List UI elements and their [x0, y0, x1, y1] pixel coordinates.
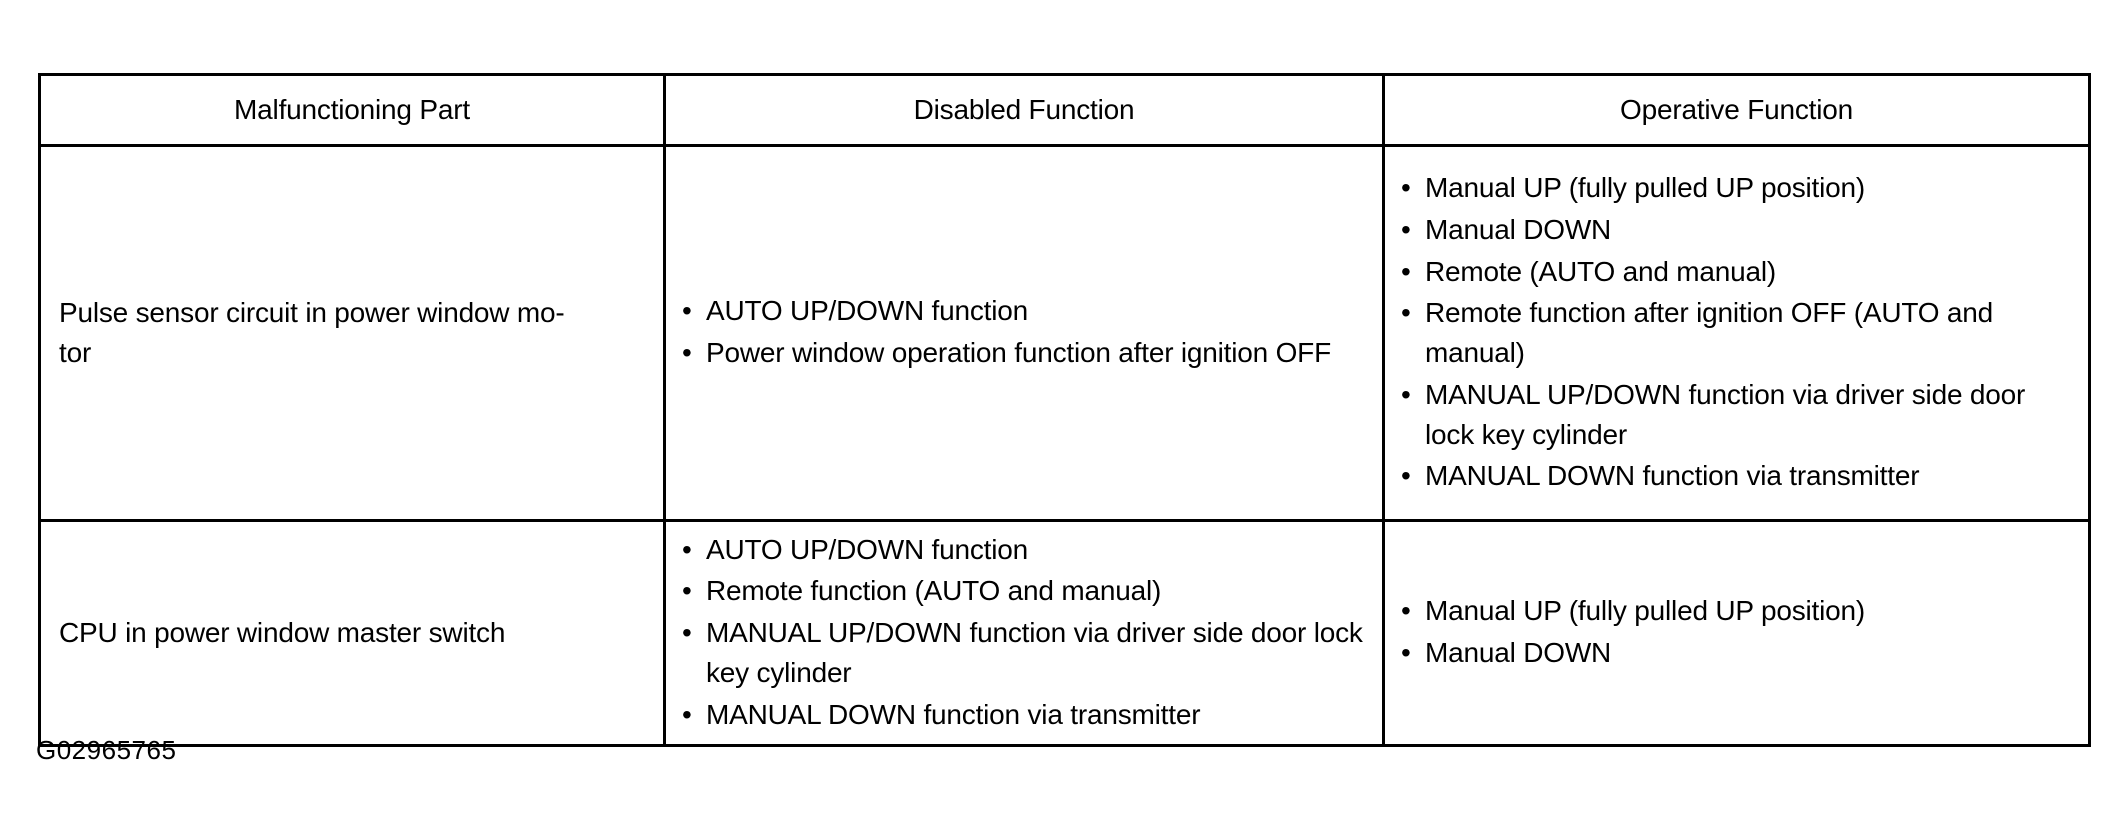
table-row: CPU in power window master switch • AUTO …	[38, 519, 2091, 747]
spec-table-container: Malfunctioning Part Disabled Function Op…	[38, 73, 2091, 747]
list-item-label: AUTO UP/DOWN function	[706, 295, 1029, 327]
list-item: • MANUAL DOWN function via transmitter	[680, 695, 1372, 735]
list-item: • Manual DOWN	[1399, 210, 2078, 250]
list-item-label: Manual DOWN	[1425, 213, 1612, 245]
bullet-icon: •	[1401, 255, 1411, 287]
list-item-label: Power window operation function after ig…	[706, 337, 1331, 368]
list-item: • Manual UP (fully pulled UP position)	[1399, 168, 2078, 208]
cell-disabled-function: • AUTO UP/DOWN function • Power window oper…	[663, 144, 1385, 522]
bullet-icon: •	[682, 575, 692, 607]
cell-disabled-function: • AUTO UP/DOWN function • Remote function (…	[663, 519, 1385, 747]
table-header-row: Malfunctioning Part Disabled Function Op…	[38, 73, 2091, 147]
list-item: • MANUAL DOWN function via transmitter	[1399, 456, 2078, 496]
cell-malfunctioning-part: Pulse sensor circuit in power window mo-…	[38, 144, 666, 522]
list-item-label: Manual UP (fully pulled UP position)	[1425, 595, 1865, 627]
table-row: Pulse sensor circuit in power window mo-…	[38, 144, 2091, 522]
bullet-icon: •	[1401, 213, 1411, 245]
cell-operative-function: • Manual UP (fully pulled UP position) • Ma…	[1382, 144, 2091, 522]
bullet-icon: •	[682, 533, 692, 565]
list-item-label: Remote function after ignition OFF (AUTO…	[1425, 297, 1994, 368]
list-item: • MANUAL UP/DOWN function via driver side…	[680, 613, 1372, 693]
bullet-icon: •	[1401, 297, 1411, 329]
list-item-label: MANUAL UP/DOWN function via driver side …	[1425, 378, 2026, 450]
disabled-function-list: • AUTO UP/DOWN function • Power window oper…	[666, 285, 1382, 381]
bullet-icon: •	[682, 617, 692, 649]
bullet-icon: •	[1401, 460, 1411, 492]
list-item: • Remote function after ignition OFF (AUT…	[1399, 293, 2078, 373]
list-item: • MANUAL UP/DOWN function via driver side…	[1399, 375, 2078, 455]
operative-function-list: • Manual UP (fully pulled UP position) • Ma…	[1385, 162, 2088, 504]
malfunctioning-part-text: CPU in power window master switch	[59, 617, 506, 649]
bullet-icon: •	[1401, 595, 1411, 627]
list-item: • Remote function (AUTO and manual)	[680, 571, 1372, 611]
bullet-icon: •	[682, 698, 692, 730]
list-item-label: MANUAL DOWN function via transmitter	[706, 698, 1201, 730]
bullet-icon: •	[1401, 378, 1411, 410]
column-header-disabled-function: Disabled Function	[663, 73, 1385, 147]
figure-code-label: G02965765	[36, 735, 177, 765]
list-item-label: MANUAL UP/DOWN function via driver side …	[706, 617, 1363, 688]
table-header: Malfunctioning Part Disabled Function Op…	[38, 73, 2091, 147]
operative-function-list: • Manual UP (fully pulled UP position) • Ma…	[1385, 585, 2088, 681]
list-item: • Manual DOWN	[1399, 633, 2078, 673]
list-item: • Power window operation function after i…	[680, 333, 1372, 373]
list-item-label: Manual UP (fully pulled UP position)	[1425, 172, 1865, 203]
cell-operative-function: • Manual UP (fully pulled UP position) • Ma…	[1382, 519, 2091, 747]
bullet-icon: •	[1401, 637, 1411, 668]
disabled-function-list: • AUTO UP/DOWN function • Remote function (…	[666, 524, 1382, 743]
list-item-label: Remote (AUTO and manual)	[1425, 255, 1777, 287]
list-item-label: Remote function (AUTO and manual)	[706, 575, 1162, 607]
list-item-label: AUTO UP/DOWN function	[706, 533, 1029, 565]
list-item: • Remote (AUTO and manual)	[1399, 252, 2078, 292]
list-item-label: Manual DOWN	[1425, 637, 1612, 668]
column-header-malfunctioning-part: Malfunctioning Part	[38, 73, 666, 147]
cell-malfunctioning-part: CPU in power window master switch	[38, 519, 666, 747]
bullet-icon: •	[1401, 172, 1411, 203]
list-item: • AUTO UP/DOWN function	[680, 291, 1372, 331]
list-item: • Manual UP (fully pulled UP position)	[1399, 591, 2078, 631]
bullet-icon: •	[682, 337, 692, 368]
table-body: Pulse sensor circuit in power window mo-…	[38, 144, 2091, 747]
list-item-label: MANUAL DOWN function via transmitter	[1425, 460, 1920, 492]
column-header-operative-function: Operative Function	[1382, 73, 2091, 147]
list-item: • AUTO UP/DOWN function	[680, 530, 1372, 570]
malfunction-function-table: Malfunctioning Part Disabled Function Op…	[38, 73, 2091, 747]
bullet-icon: •	[682, 295, 692, 327]
malfunctioning-part-text: Pulse sensor circuit in power window mo-…	[59, 297, 565, 368]
